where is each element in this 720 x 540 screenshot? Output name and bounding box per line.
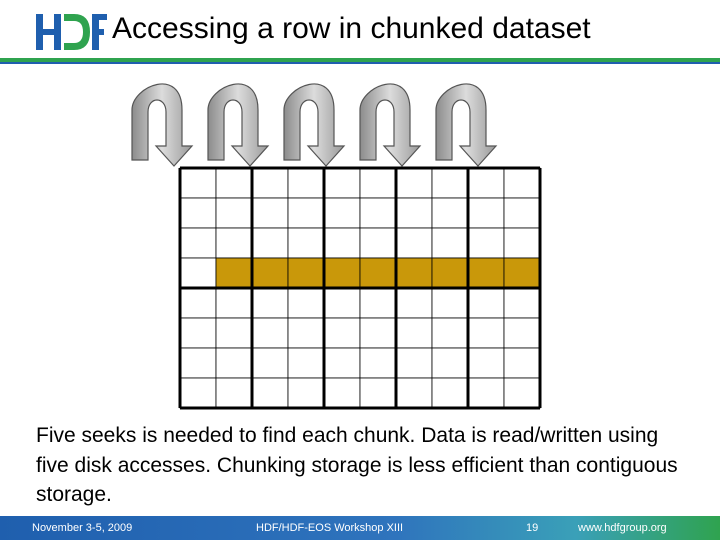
grid-cell: [467, 167, 505, 199]
grid-cell: [251, 317, 289, 349]
grid-cell: [395, 287, 433, 319]
highlighted-cell: [395, 257, 433, 289]
seek-arrow: [359, 83, 422, 167]
seek-arrows: [131, 83, 498, 167]
seek-arrow: [283, 83, 346, 167]
grid-cell: [395, 347, 433, 379]
grid-cell: [467, 287, 505, 319]
grid-cell: [287, 227, 325, 259]
grid-cell: [179, 167, 217, 199]
grid-cell: [395, 227, 433, 259]
grid-cell: [323, 287, 361, 319]
hdf-logo: [36, 14, 107, 50]
grid-cell: [287, 317, 325, 349]
grid-cell: [215, 317, 253, 349]
grid-cell: [251, 227, 289, 259]
grid-cell: [179, 287, 217, 319]
grid-cell: [323, 317, 361, 349]
grid-cell: [215, 227, 253, 259]
grid-cell: [503, 317, 541, 349]
grid-cell: [359, 167, 397, 199]
seek-arrow: [435, 83, 498, 167]
highlighted-cell: [359, 257, 397, 289]
grid-cell: [431, 317, 469, 349]
grid-cell: [179, 317, 217, 349]
grid-cell: [215, 287, 253, 319]
grid-cell: [287, 197, 325, 229]
grid-cell: [359, 317, 397, 349]
grid-cell: [431, 287, 469, 319]
grid-cell: [359, 287, 397, 319]
grid-cell: [179, 347, 217, 379]
grid-cell: [251, 287, 289, 319]
grid-cell: [395, 197, 433, 229]
grid-cell: [179, 257, 217, 289]
slide-footer: November 3-5, 2009 HDF/HDF-EOS Workshop …: [0, 516, 720, 540]
grid-cell: [431, 167, 469, 199]
seek-arrow: [207, 83, 270, 167]
highlighted-cell: [287, 257, 325, 289]
grid-cell: [431, 377, 469, 409]
grid-cell: [467, 227, 505, 259]
grid-cell: [467, 377, 505, 409]
grid-cell: [287, 167, 325, 199]
grid-cell: [323, 197, 361, 229]
grid-cell: [359, 227, 397, 259]
grid-cell: [287, 377, 325, 409]
footer-event: HDF/HDF-EOS Workshop XIII: [256, 522, 404, 534]
grid-cell: [179, 197, 217, 229]
grid-cell: [467, 197, 505, 229]
footer-url: www.hdfgroup.org: [578, 522, 667, 534]
grid-cell: [431, 347, 469, 379]
grid-cell: [431, 227, 469, 259]
footer-page-number: 19: [526, 522, 539, 534]
grid-cell: [323, 347, 361, 379]
grid-cell: [503, 197, 541, 229]
grid-cell: [215, 347, 253, 379]
grid-cell: [359, 347, 397, 379]
seek-arrow: [131, 83, 194, 167]
grid-cell: [251, 347, 289, 379]
highlighted-cell: [215, 257, 253, 289]
grid-cell: [395, 317, 433, 349]
grid-cell: [251, 167, 289, 199]
grid-cell: [503, 167, 541, 199]
grid-cell: [323, 227, 361, 259]
grid-cell: [323, 377, 361, 409]
slide-title: Accessing a row in chunked dataset: [112, 12, 591, 45]
grid-cell: [323, 167, 361, 199]
grid-cell: [503, 347, 541, 379]
highlighted-cell: [251, 257, 289, 289]
grid-cell: [215, 167, 253, 199]
grid-cell: [215, 377, 253, 409]
highlighted-cell: [431, 257, 469, 289]
grid-cell: [431, 197, 469, 229]
grid-cell: [287, 347, 325, 379]
grid-cell: [395, 377, 433, 409]
grid-cell: [359, 377, 397, 409]
footer-date: November 3-5, 2009: [32, 522, 133, 534]
chunk-grid: [178, 166, 542, 410]
slide-caption: Five seeks is needed to find each chunk.…: [36, 424, 678, 506]
grid-cell: [359, 197, 397, 229]
grid-cell: [503, 227, 541, 259]
highlighted-cell: [323, 257, 361, 289]
grid-cell: [179, 377, 217, 409]
grid-cell: [395, 167, 433, 199]
grid-cell: [215, 197, 253, 229]
title-rule-green: [0, 58, 720, 62]
grid-cell: [251, 377, 289, 409]
highlighted-cell: [467, 257, 505, 289]
grid-cell: [251, 197, 289, 229]
grid-cell: [467, 317, 505, 349]
chunk-access-diagram: [131, 83, 542, 410]
grid-cell: [287, 287, 325, 319]
grid-cell: [179, 227, 217, 259]
grid-cell: [503, 287, 541, 319]
title-rule-blue: [0, 62, 720, 64]
grid-cell: [503, 377, 541, 409]
highlighted-cell: [503, 257, 541, 289]
grid-cell: [467, 347, 505, 379]
